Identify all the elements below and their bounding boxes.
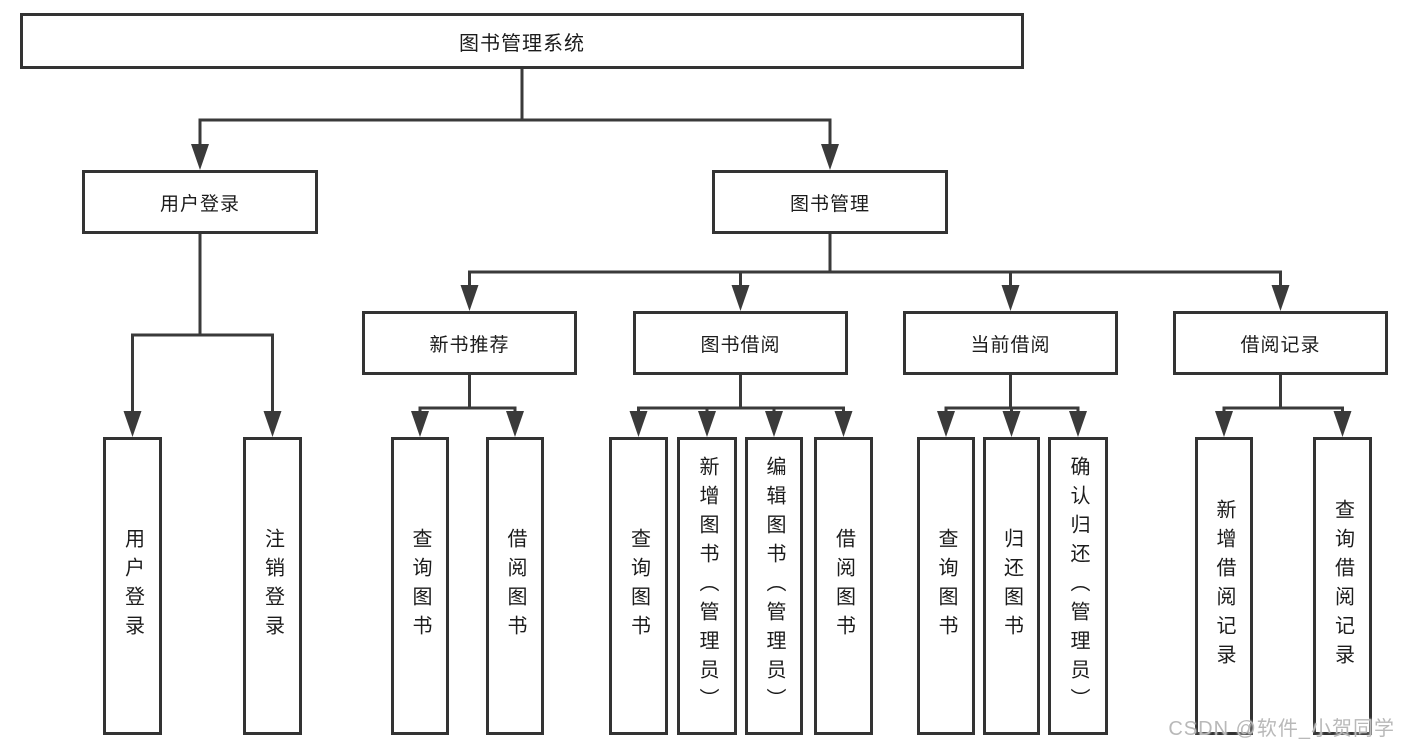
- leaf-add-borrow-record: 新增借阅记录: [1195, 437, 1253, 735]
- watermark: CSDN @软件_小贺同学: [1168, 718, 1395, 740]
- leaf-add-book-admin: 新增图书（管理员）: [677, 437, 737, 735]
- leaf-return-books: 归还图书: [983, 437, 1040, 735]
- node-library-management-system: 图书管理系统: [20, 13, 1024, 69]
- node-new-book-recommendation: 新书推荐: [362, 311, 577, 375]
- leaf-query-borrow-record: 查询借阅记录: [1313, 437, 1372, 735]
- leaf-borrow-books: 借阅图书: [814, 437, 873, 735]
- leaf-user-login: 用户登录: [103, 437, 162, 735]
- leaf-confirm-return-admin: 确认归还（管理员）: [1048, 437, 1108, 735]
- leaf-logout-login: 注销登录: [243, 437, 302, 735]
- leaf-query-books: 查询图书: [609, 437, 668, 735]
- node-book-borrowing: 图书借阅: [633, 311, 848, 375]
- node-borrowing-records: 借阅记录: [1173, 311, 1388, 375]
- leaf-query-books: 查询图书: [391, 437, 449, 735]
- node-book-management: 图书管理: [712, 170, 948, 234]
- leaf-query-books: 查询图书: [917, 437, 975, 735]
- node-current-borrowing: 当前借阅: [903, 311, 1118, 375]
- node-user-login: 用户登录: [82, 170, 318, 234]
- leaf-edit-book-admin: 编辑图书（管理员）: [745, 437, 803, 735]
- leaf-borrow-books: 借阅图书: [486, 437, 544, 735]
